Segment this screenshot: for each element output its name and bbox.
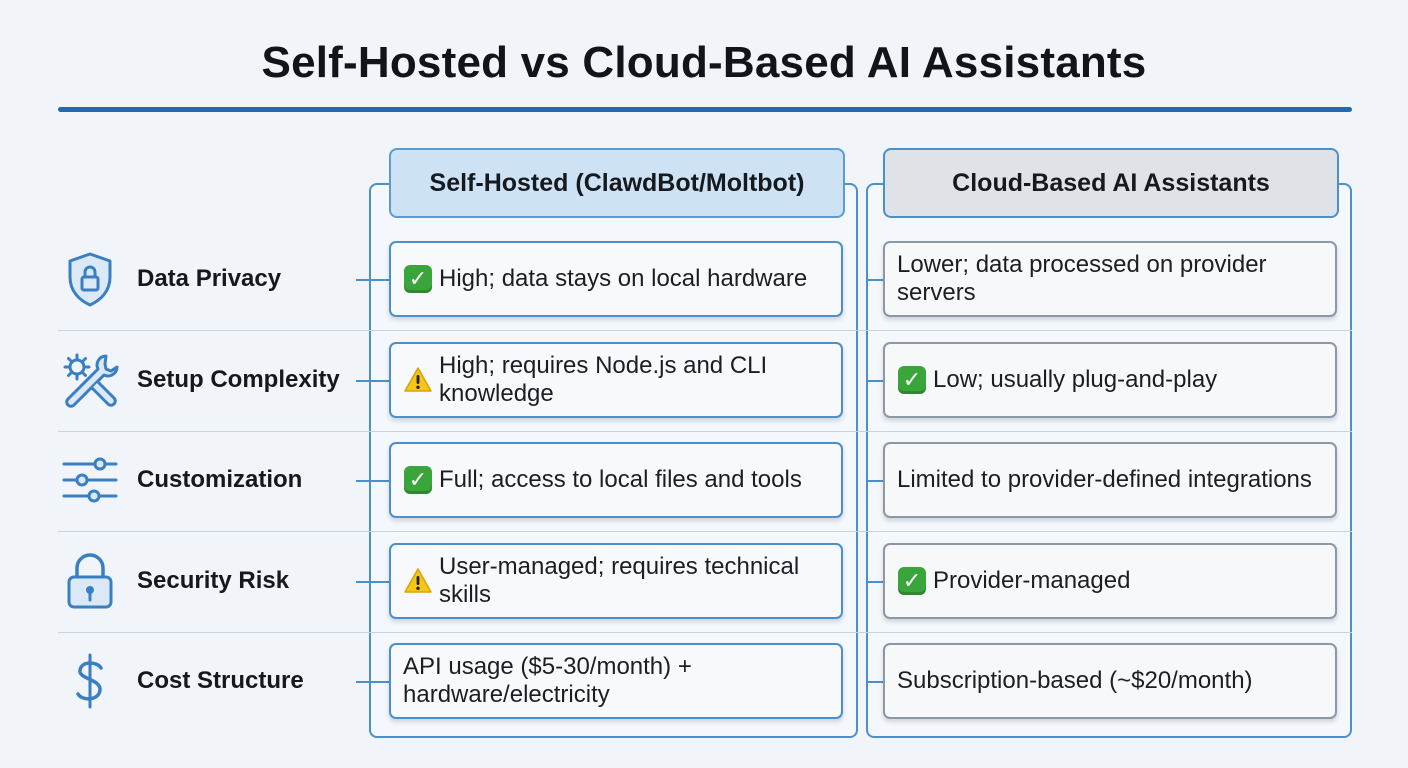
row-connector [866, 279, 884, 281]
page-title: Self-Hosted vs Cloud-Based AI Assistants [261, 38, 1147, 87]
row-connector [356, 480, 390, 482]
check-icon: ✓ [897, 566, 927, 596]
check-icon: ✓ [403, 264, 433, 294]
shield-lock-icon [60, 249, 120, 309]
self-hosted-cell-text: Full; access to local files and tools [439, 466, 802, 493]
dollar-icon [60, 651, 120, 711]
self-hosted-cell: User-managed; requires technical skills [389, 543, 843, 619]
row-connector [356, 581, 390, 583]
cloud-cell: Subscription-based (~$20/month) [883, 643, 1337, 719]
cloud-cell-text: Subscription-based (~$20/month) [897, 667, 1253, 694]
self-hosted-cell-text: User-managed; requires technical skills [439, 553, 800, 608]
row-connector [356, 380, 390, 382]
warning-icon [403, 365, 433, 395]
row-divider [58, 330, 1352, 331]
cloud-cell-text: Low; usually plug-and-play [933, 366, 1218, 393]
cloud-cell: ✓Low; usually plug-and-play [883, 342, 1337, 418]
row-connector [866, 480, 884, 482]
row-connector [356, 681, 390, 683]
cloud-cell: Limited to provider-defined integrations [883, 442, 1337, 518]
padlock-icon [60, 551, 120, 611]
cloud-cell-text: Limited to provider-defined integrations [897, 466, 1312, 493]
self-hosted-cell-text: High; requires Node.js and CLI knowledge [439, 352, 768, 407]
cloud-cell: ✓Provider-managed [883, 543, 1337, 619]
row-connector [866, 380, 884, 382]
self-hosted-cell: ✓High; data stays on local hardware [389, 241, 843, 317]
gear-wrench-icon [60, 350, 120, 410]
self-hosted-cell: High; requires Node.js and CLI knowledge [389, 342, 843, 418]
self-hosted-cell: ✓Full; access to local files and tools [389, 442, 843, 518]
check-icon: ✓ [897, 365, 927, 395]
self-hosted-cell: API usage ($5-30/month) + hardware/elect… [389, 643, 843, 719]
row-label: Setup Complexity [137, 366, 340, 393]
row-connector [866, 681, 884, 683]
self-hosted-cell-text: API usage ($5-30/month) + hardware/elect… [403, 653, 692, 708]
row-label: Cost Structure [137, 667, 304, 694]
cloud-cell: Lower; data processed on provider server… [883, 241, 1337, 317]
warning-icon [403, 566, 433, 596]
row-label: Security Risk [137, 567, 290, 594]
row-divider [58, 632, 1352, 633]
self-hosted-column-header: Self-Hosted (ClawdBot/Moltbot) [389, 148, 845, 218]
title-underline [58, 107, 1352, 112]
cloud-cell-text: Provider-managed [933, 567, 1131, 594]
check-icon: ✓ [403, 465, 433, 495]
row-divider [58, 431, 1352, 432]
cloud-column-header: Cloud-Based AI Assistants [883, 148, 1339, 218]
cloud-cell-text: Lower; data processed on provider server… [897, 251, 1267, 306]
sliders-icon [60, 450, 120, 510]
self-hosted-cell-text: High; data stays on local hardware [439, 265, 808, 292]
row-label: Data Privacy [137, 265, 282, 292]
row-label: Customization [137, 466, 303, 493]
row-connector [866, 581, 884, 583]
row-connector [356, 279, 390, 281]
row-divider [58, 531, 1352, 532]
